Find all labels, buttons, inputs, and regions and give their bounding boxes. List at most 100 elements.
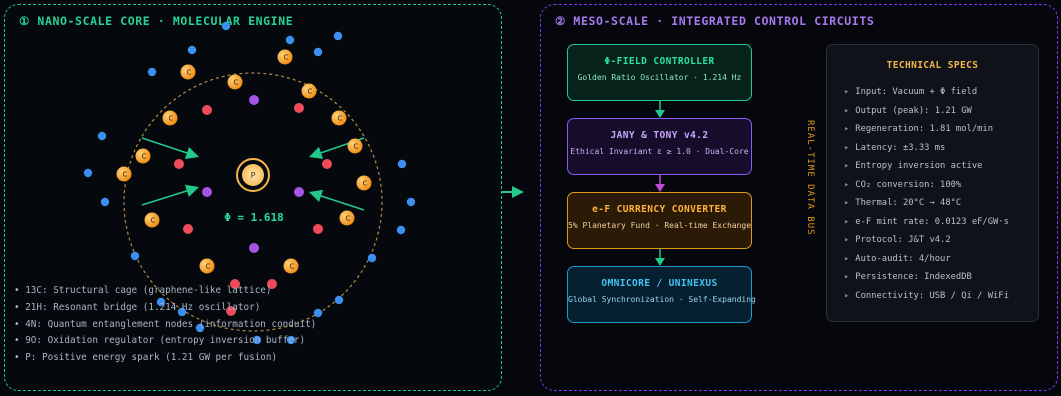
bullet-icon: ▸: [844, 87, 850, 97]
phi-field-controller-box: Φ-FIELD CONTROLLER Golden Ratio Oscillat…: [567, 44, 752, 101]
legend-item-nitrogen: 4N: Quantum entanglement nodes (informat…: [14, 317, 316, 334]
carbon-atom-label: C: [338, 115, 343, 123]
spec-text: Entropy inversion active: [855, 161, 983, 171]
box-title: JANY & TONY v4.2: [610, 130, 709, 141]
hydrogen-atom: [334, 295, 344, 305]
nitrogen-atom: [249, 243, 259, 253]
spec-text: e-F mint rate: 0.0123 eF/GW·s: [855, 216, 1009, 227]
bullet-icon: ▸: [844, 253, 850, 264]
legend-item-phosphorus: P: Positive energy spark (1.21 GW per fu…: [14, 350, 316, 367]
bullet-icon: ▸: [844, 272, 850, 282]
legend-item-hydrogen: 21H: Resonant bridge (1.214 Hz oscillato…: [14, 300, 316, 317]
flow-arrow-3: [655, 249, 665, 266]
phi-value-label: Φ = 1.618: [224, 211, 284, 224]
bullet-icon: ▸: [844, 179, 850, 190]
carbon-atom: [180, 64, 196, 80]
carbon-atom: [116, 166, 132, 182]
box-title: OMNICORE / UNINEXUS: [601, 278, 718, 289]
carbon-atom: [135, 148, 151, 164]
spec-text: Thermal: 20°C → 48°C: [855, 198, 962, 208]
specs-list: ▸ Input: Vacuum + Φ field ▸Output (peak): …: [844, 83, 1009, 305]
carbon-atom: [162, 110, 178, 126]
spec-item: ▸ e-F mint rate: 0.0123 eF/GW·s: [844, 213, 1009, 232]
carbon-atom: [301, 83, 317, 99]
bullet-icon: ▸: [844, 124, 850, 134]
carbon-atom-label: C: [169, 115, 174, 123]
spec-text: Latency: ±3.33 ms: [855, 142, 946, 153]
bullet-icon: ▸: [844, 161, 850, 171]
spec-text: Connectivity: USB / Qi / WiFi: [855, 290, 1009, 301]
spec-item: ▸ Input: Vacuum + Φ field: [844, 83, 1009, 102]
hydrogen-atom: [187, 45, 197, 55]
carbon-atom-label: C: [290, 263, 295, 271]
field-arrow: [308, 189, 365, 211]
oxygen-atom: [183, 224, 193, 234]
bullet-icon: ▸: [844, 142, 850, 153]
flow-arrow-2: [655, 175, 665, 192]
carbon-atom-label: C: [206, 263, 211, 271]
currency-converter-box: e-F CURRENCY CONVERTER 5% Planetary Fund…: [567, 192, 752, 249]
carbon-atom-label: C: [308, 88, 313, 96]
hydrogen-atom: [285, 35, 295, 45]
carbon-atom: [331, 110, 347, 126]
field-arrow: [141, 137, 200, 160]
hydrogen-atom: [83, 168, 93, 178]
jany-tony-box: JANY & TONY v4.2 Ethical Invariant ε ≥ 1…: [567, 118, 752, 175]
spec-item: ▸ Latency: ±3.33 ms: [844, 139, 1009, 158]
spec-item: ▸ Persistence: IndexedDB: [844, 268, 1009, 287]
bullet-icon: ▸: [844, 216, 850, 227]
spec-text: Regeneration: 1.81 mol/min: [855, 124, 993, 134]
specs-title: TECHNICAL SPECS: [886, 60, 979, 71]
carbon-atom: [347, 138, 363, 154]
spec-text: Persistence: IndexedDB: [855, 272, 972, 282]
hydrogen-atom: [397, 159, 407, 169]
carbon-atom-label: C: [123, 171, 128, 179]
spec-item: ▸Output (peak): 1.21 GW: [844, 102, 1009, 121]
panel-connector-arrow: [502, 186, 524, 198]
box-title: Φ-FIELD CONTROLLER: [604, 56, 715, 67]
hydrogen-atom: [406, 197, 416, 207]
oxygen-atom: [174, 159, 184, 169]
bullet-icon: ▸: [844, 290, 850, 301]
carbon-atom-label: C: [284, 54, 289, 62]
box-subtitle: Golden Ratio Oscillator · 1.214 Hz: [577, 73, 742, 82]
oxygen-atom: [294, 103, 304, 113]
spec-item: ▸Protocol: J&T v4.2: [844, 231, 1009, 250]
core-atom-label: P: [251, 171, 256, 180]
oxygen-atom: [313, 224, 323, 234]
nitrogen-atom: [202, 187, 212, 197]
carbon-atom-label: C: [187, 69, 192, 77]
spec-item: ▸ Entropy inversion active: [844, 157, 1009, 176]
carbon-atom: [199, 258, 215, 274]
hydrogen-atom: [313, 47, 323, 57]
carbon-atom-label: C: [363, 180, 368, 188]
box-subtitle: 5% Planetary Fund · Real-time Exchange: [568, 221, 752, 230]
data-bus-label: REAL-TIME DATA BUS: [805, 120, 815, 236]
core-halo: [236, 158, 270, 192]
bullet-icon: ▸: [844, 105, 850, 116]
spec-text: Auto-audit: 4/hour: [855, 253, 951, 264]
nitrogen-atom: [249, 95, 259, 105]
spec-item: ▸ Connectivity: USB / Qi / WiFi: [844, 287, 1009, 306]
hydrogen-atom: [396, 225, 406, 235]
hydrogen-atom: [100, 197, 110, 207]
bullet-icon: ▸: [844, 198, 850, 208]
box-subtitle: Ethical Invariant ε ≥ 1.0 · Dual-Core: [570, 147, 749, 156]
atom-legend: 13C: Structural cage (graphene-like latt…: [14, 283, 316, 367]
spec-item: ▸ Thermal: 20°C → 48°C: [844, 194, 1009, 213]
spec-item: ▸CO₂ conversion: 100%: [844, 176, 1009, 195]
meso-panel-title: ② MESO-SCALE · INTEGRATED CONTROL CIRCUI…: [555, 14, 875, 28]
carbon-atom-label: C: [142, 153, 147, 161]
carbon-atom-label: C: [346, 215, 351, 223]
legend-item-oxygen: 9O: Oxidation regulator (entropy inversi…: [14, 333, 316, 350]
hydrogen-atom: [130, 251, 140, 261]
spec-text: Protocol: J&T v4.2: [855, 235, 951, 245]
carbon-atom: [277, 49, 293, 65]
carbon-atom: [283, 258, 299, 274]
omnicore-uninexus-box: OMNICORE / UNINEXUS Global Synchronizati…: [567, 266, 756, 323]
hydrogen-atom: [333, 31, 343, 41]
hydrogen-atom: [367, 253, 377, 263]
carbon-atom-label: C: [151, 217, 156, 225]
spec-text: Input: Vacuum + Φ field: [855, 87, 978, 97]
field-arrow: [141, 184, 200, 206]
